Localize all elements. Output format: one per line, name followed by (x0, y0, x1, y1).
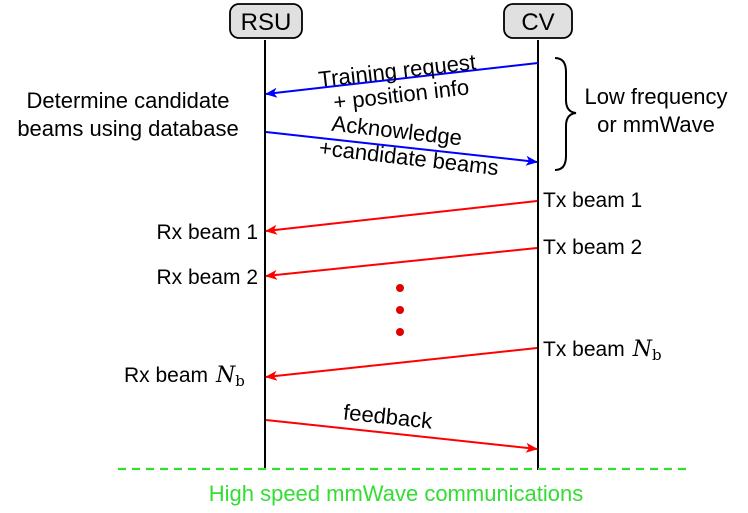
tx-beam-nb-prefix: Tx beam (543, 338, 625, 361)
tx-nb-subscript: b (652, 346, 662, 364)
acknowledge-arrow (265, 131, 538, 166)
footer-label: High speed mmWave communications (209, 481, 584, 506)
tx-nb-symbol: N (632, 337, 653, 362)
beam-2-arrow (265, 247, 538, 280)
rsu-label: RSU (241, 9, 292, 36)
cv-node: CV (503, 3, 573, 39)
curly-brace (554, 57, 577, 171)
beam-nb-arrow (265, 347, 538, 381)
rx-beam-2-label: Rx beam 2 (156, 266, 258, 289)
determine-note-line2: beams using database (17, 116, 238, 141)
ellipsis-dot-1 (396, 284, 404, 292)
determine-note-line1: Determine candidate (26, 88, 229, 113)
ellipsis-dot-2 (396, 306, 404, 314)
rx-beam-1-label: Rx beam 1 (156, 221, 258, 244)
rx-beam-nb-prefix: Rx beam (124, 364, 208, 387)
tx-beam-1-label: Tx beam 1 (543, 189, 642, 212)
rx-nb-subscript: b (235, 372, 245, 390)
cv-label: CV (521, 9, 554, 36)
rx-nb-symbol: N (215, 363, 236, 388)
training-request-arrow (265, 62, 539, 98)
or-mmwave-label: or mmWave (597, 112, 715, 137)
rx-beam-nb-label: Rx beam Nb (124, 363, 245, 390)
tx-beam-nb-label: Tx beam Nb (543, 337, 662, 364)
ellipsis-dot-3 (396, 328, 404, 336)
low-frequency-label: Low frequency (584, 84, 727, 109)
beam-1-arrow (265, 200, 538, 235)
rsu-node: RSU (229, 3, 303, 39)
feedback-arrow (265, 419, 538, 453)
tx-beam-2-label: Tx beam 2 (543, 236, 642, 259)
ellipsis-dots (396, 284, 404, 336)
feedback-label: feedback (342, 399, 434, 433)
